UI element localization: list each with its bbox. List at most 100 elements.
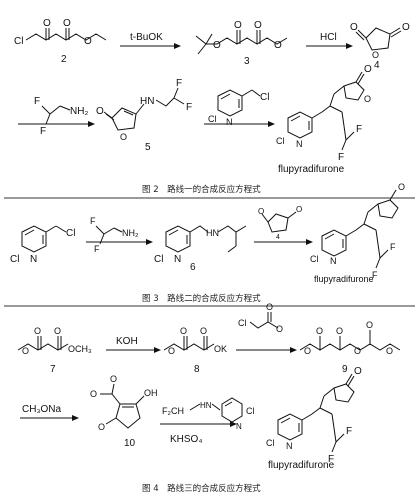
arrow-head <box>88 121 95 127</box>
atom-label: F <box>94 244 100 254</box>
difluoroethylamine-structure: F F NH₂ <box>90 216 139 254</box>
atom-label: NH₂ <box>122 228 139 238</box>
product-name: flupyradifurone <box>314 274 374 284</box>
compound-number-4: 4 <box>374 60 380 71</box>
atom-label: F <box>90 216 96 226</box>
product-name: flupyradifurone <box>268 460 335 471</box>
compound-10-structure: O O OH O 10 <box>90 374 158 449</box>
atom-label: O <box>22 346 29 356</box>
atom-label: O <box>258 207 264 216</box>
atom-label: O <box>54 326 61 336</box>
atom-label: OH <box>144 388 158 398</box>
atom-label: F <box>338 152 344 163</box>
reagent-label: KHSO₄ <box>170 434 202 445</box>
atom-label: F <box>186 102 192 113</box>
atom-label: N <box>30 254 37 265</box>
figure-3-caption: 图 3 路线二的合成反应方程式 <box>142 294 261 304</box>
reagent-label: KOH <box>116 336 138 347</box>
atom-label: O <box>316 326 323 336</box>
atom-label: Cl <box>154 254 163 265</box>
atom-label: O <box>213 40 221 51</box>
atom-label: Cl <box>10 254 19 265</box>
atom-label: O <box>254 20 262 31</box>
atom-label: O <box>372 50 379 60</box>
figure4-scheme: O O O OCH₃ 7 KOH O O O OK 8 Cl O O <box>17 302 401 471</box>
arrow-head <box>72 415 79 421</box>
flupyradifurone-structure: Cl N O O F F flupyradifurone <box>276 64 372 175</box>
atom-label: F <box>372 270 378 280</box>
atom-label: N <box>286 441 293 451</box>
compound-3-structure: O O O O 3 <box>195 20 288 67</box>
atom-label: O <box>364 94 371 104</box>
methyl-chloroacetate-structure: Cl O O <box>238 302 283 334</box>
figure-2-caption: 图 2 路线一的合成反应方程式 <box>142 185 261 195</box>
atom-label: O <box>90 389 97 399</box>
compound-number-6: 6 <box>190 262 196 273</box>
chloromethylpyridine-structure: Cl N Cl <box>208 89 269 127</box>
atom-label: O <box>168 346 175 356</box>
compound-6-structure: HN Cl N 6 <box>154 225 247 273</box>
atom-label: N <box>236 422 242 431</box>
atom-label: O <box>120 132 127 142</box>
atom-label: Cl <box>246 406 255 416</box>
atom-label: OCH₃ <box>68 344 92 354</box>
arrow-head <box>306 239 313 245</box>
atom-label: O <box>354 366 362 377</box>
compound-5-structure: O O HN F F 5 <box>96 78 192 153</box>
atom-label: O <box>43 18 51 29</box>
compound-9-structure: O O O O O O 9 <box>299 320 401 375</box>
atom-label: HN <box>200 401 212 410</box>
atom-label: F <box>176 78 182 89</box>
arrow-head <box>268 121 275 127</box>
compound-number-8: 8 <box>194 364 200 375</box>
atom-label: O <box>350 22 358 33</box>
atom-label: F <box>356 124 362 135</box>
atom-label: OK <box>214 344 227 354</box>
atom-label: O <box>398 182 405 192</box>
reagent-number-4: 4 <box>276 234 280 241</box>
atom-label: O <box>366 320 373 330</box>
arrow-head <box>146 239 153 245</box>
atom-label: Cl <box>310 254 319 264</box>
atom-label: O <box>63 18 71 29</box>
atom-label: HN <box>206 228 219 238</box>
atom-label: O <box>98 422 105 432</box>
atom-label: F <box>390 242 396 252</box>
atom-label: F <box>328 454 334 465</box>
atom-label: O <box>296 205 302 214</box>
flupyradifurone-structure: Cl N O F F flupyradifurone <box>310 182 405 284</box>
arrow-head <box>346 43 353 49</box>
atom-label: F <box>346 426 352 437</box>
atom-label: O <box>110 374 117 384</box>
figure-4-caption: 图 4 路线三的合成反应方程式 <box>142 484 261 494</box>
compound-4-structure: O O O 4 <box>350 22 410 71</box>
compound-number-10: 10 <box>124 438 136 449</box>
atom-label: O <box>234 20 242 31</box>
atom-label: NH₂ <box>70 106 88 117</box>
compound-number-9: 9 <box>342 364 348 375</box>
atom-label: Cl <box>14 36 23 47</box>
atom-label: Cl <box>238 318 247 328</box>
arrow-head <box>230 421 237 427</box>
compound-number-7: 7 <box>50 364 56 375</box>
atom-label: N <box>226 117 233 127</box>
atom-label: Cl <box>260 92 269 103</box>
compound-number-3: 3 <box>244 56 250 67</box>
chloromethylpyridine-structure: Cl N Cl <box>10 225 75 265</box>
product-name: flupyradifurone <box>278 164 345 175</box>
compound-8-structure: O O O OK 8 <box>163 326 227 375</box>
difluoroethylamine-structure: F F NH₂ <box>34 96 88 137</box>
arrow-head <box>174 43 181 49</box>
atom-label: F <box>34 96 40 107</box>
atom-label: F₂CH <box>162 406 184 416</box>
atom-label: O <box>386 346 393 356</box>
atom-label: Cl <box>276 136 285 146</box>
atom-label: O <box>304 346 311 356</box>
reagent-label: CH₃ONa <box>22 404 62 415</box>
arrow-head <box>154 347 161 353</box>
atom-label: O <box>84 36 92 47</box>
atom-label: Cl <box>66 228 75 239</box>
atom-label: N <box>174 254 181 265</box>
